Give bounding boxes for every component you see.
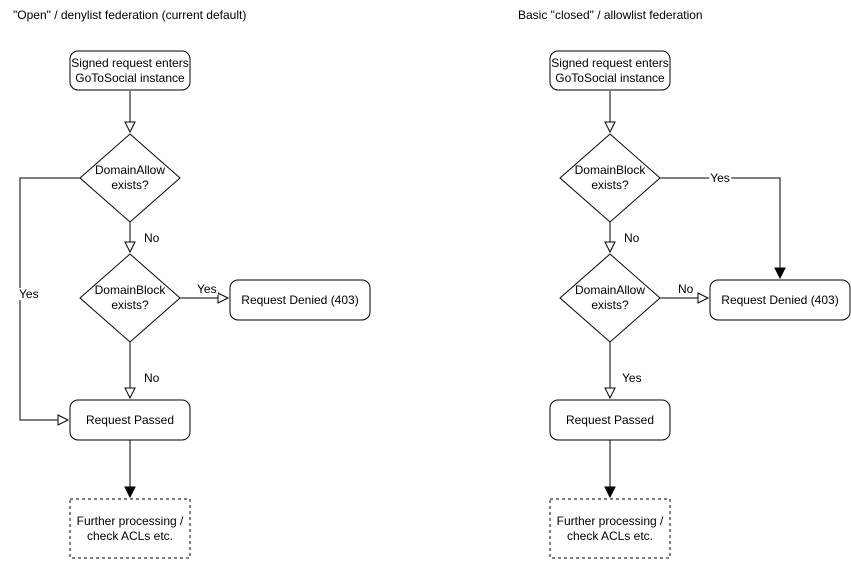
right-chart-title: Basic "closed" / allowlist federation (518, 8, 703, 22)
right-request-passed-node (549, 399, 671, 441)
left-start-node (69, 50, 191, 91)
left-edge-label-block-yes: Yes (196, 282, 218, 296)
left-domain-block-diamond (79, 253, 181, 343)
right-edge-label-block-no: No (623, 231, 641, 245)
left-request-denied-node (229, 279, 371, 321)
right-start-node (549, 50, 671, 91)
right-domain-block-diamond (559, 133, 661, 223)
right-edge-label-allow-yes: Yes (621, 371, 643, 385)
right-request-denied-node (709, 279, 851, 321)
left-edge-label-block-no: No (143, 371, 161, 385)
right-edge-label-allow-no: No (677, 282, 695, 296)
left-edge-label-allow-yes: Yes (18, 287, 40, 301)
left-chart-title: "Open" / denylist federation (current de… (13, 8, 247, 22)
right-edge-label-block-yes: Yes (709, 171, 731, 185)
left-request-passed-node (69, 399, 191, 441)
right-further-processing-node (549, 498, 671, 559)
edge-right-domainblock-yes-to-denied (660, 177, 786, 280)
left-further-processing-node (69, 498, 191, 559)
left-domain-allow-diamond (79, 133, 181, 223)
right-domain-allow-diamond (559, 253, 661, 343)
left-edge-label-allow-no: No (143, 231, 161, 245)
